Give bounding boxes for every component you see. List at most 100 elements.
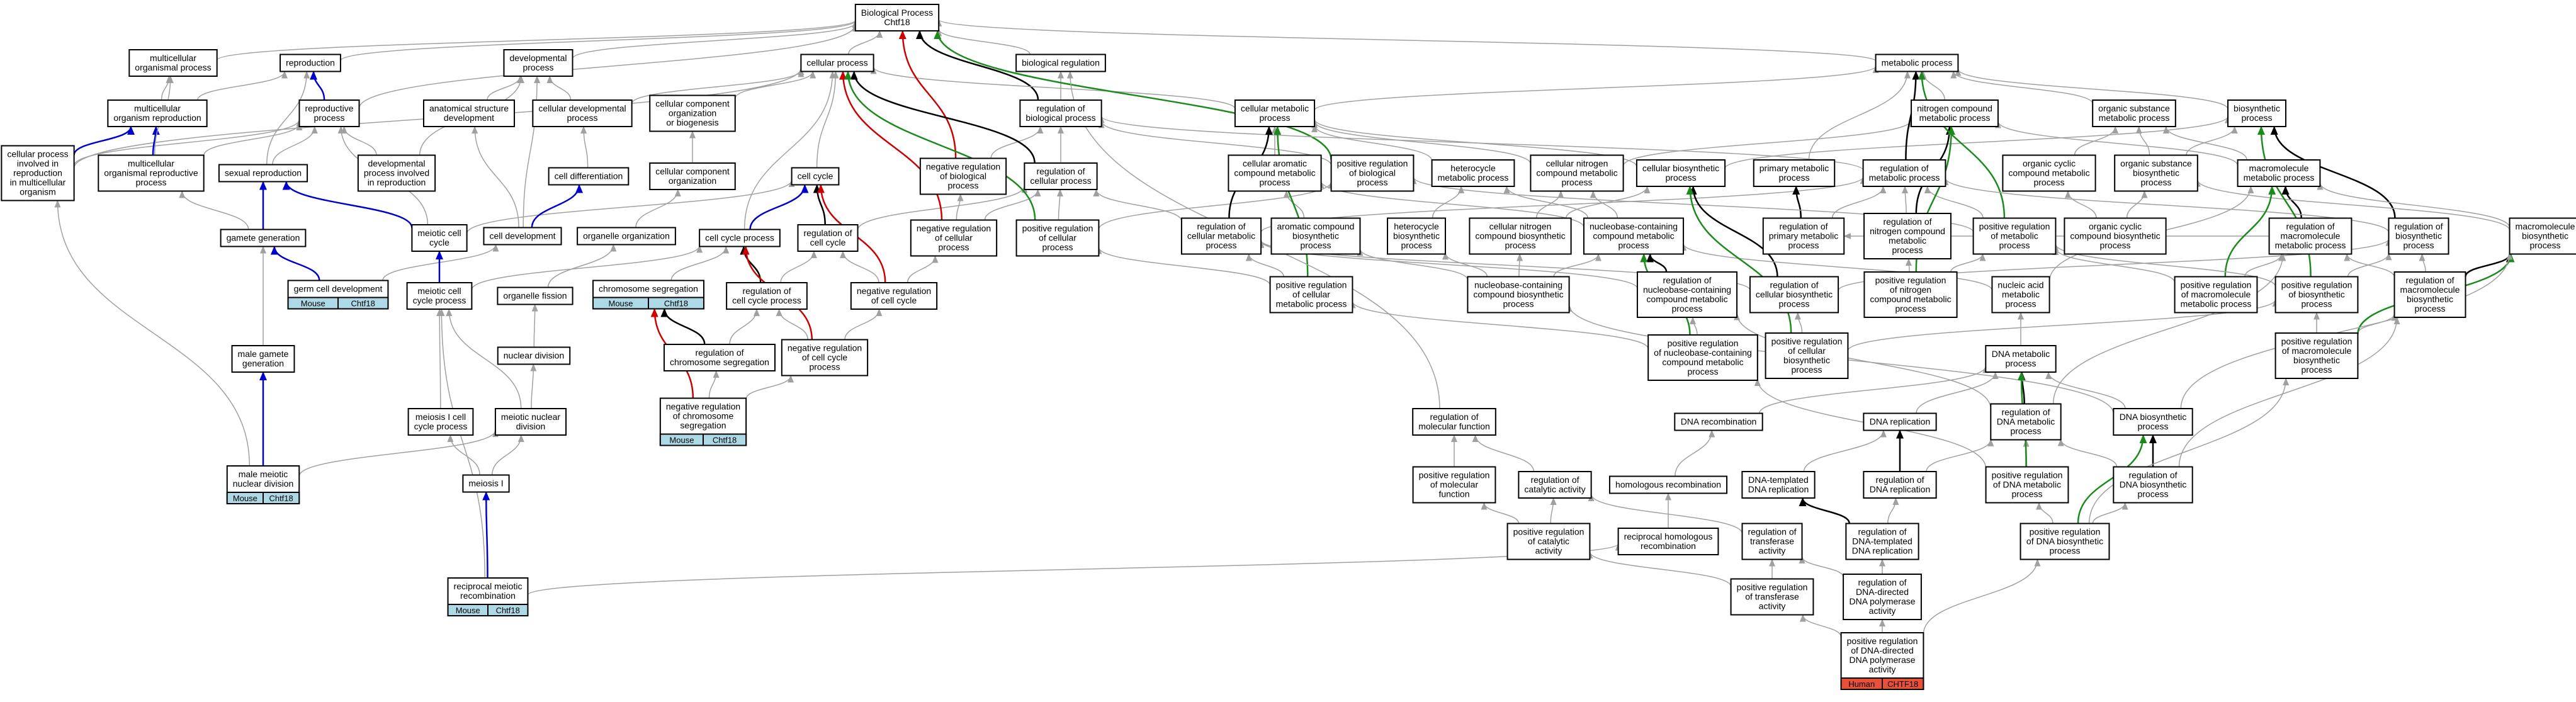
go-term-node[interactable]: gamete generation [220,229,307,247]
go-term-node[interactable]: biological regulation [1015,54,1106,72]
go-term-node[interactable]: regulation ofnucleobase-containingcompou… [1636,271,1738,318]
go-term-node[interactable]: homologous recombination [1608,475,1728,494]
go-term-node[interactable]: cell cycle process [699,229,781,247]
go-term-node[interactable]: nuclear division [497,346,571,365]
go-term-node[interactable]: sexual reproduction [218,164,308,183]
go-term-node[interactable]: meiosis I [462,474,510,493]
go-term-node[interactable]: DNA recombination [1674,412,1763,431]
go-term-node[interactable]: DNA replication [1863,412,1937,431]
go-term-node[interactable]: cell cycle [791,167,840,186]
go-term-node[interactable]: reproduction [280,54,341,72]
go-term-node[interactable]: regulation ofmacromoleculebiosyntheticpr… [2393,271,2466,318]
go-term-node[interactable]: metabolic process [1875,54,1959,72]
go-term-node[interactable]: cellular process [800,54,874,72]
go-term-node[interactable]: cell differentiation [548,167,630,186]
go-term-node[interactable]: organelle fission [497,286,573,305]
